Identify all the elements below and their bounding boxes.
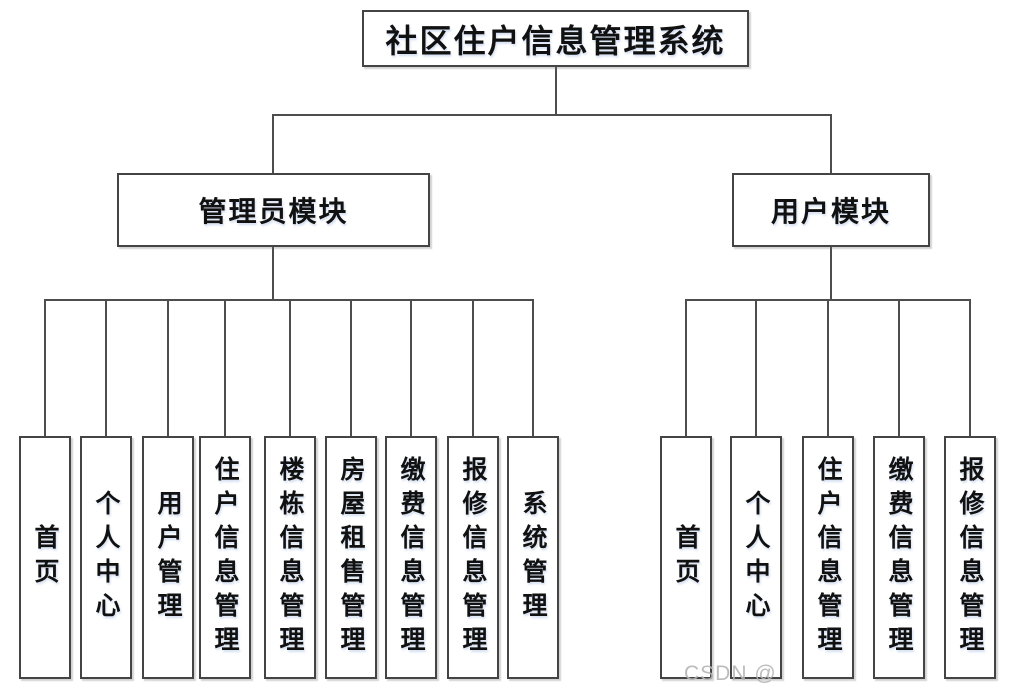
node-user-personal-center: 个人中心	[730, 436, 782, 679]
connector-line	[44, 299, 46, 437]
node-admin-module: 管理员模块	[117, 173, 430, 247]
node-admin-repair-info-mgmt: 报修信息管理	[447, 436, 499, 679]
node-user-module-label: 用户模块	[770, 196, 891, 227]
node-label: 报修信息管理	[956, 455, 984, 660]
connector-line	[224, 299, 226, 437]
node-label: 住户信息管理	[814, 455, 842, 660]
node-admin-resident-info-mgmt: 住户信息管理	[199, 436, 251, 679]
node-admin-module-label: 管理员模块	[198, 196, 349, 227]
connector-line	[105, 299, 107, 437]
node-admin-building-info-mgmt: 楼栋信息管理	[264, 436, 316, 679]
connector-line	[830, 247, 832, 301]
connector-line	[555, 67, 557, 115]
node-label: 系统管理	[519, 489, 547, 626]
connector-line	[289, 299, 291, 437]
node-admin-housing-rental-mgmt: 房屋租售管理	[325, 436, 377, 679]
connector-line	[272, 114, 832, 116]
connector-line	[272, 114, 274, 174]
connector-line	[830, 114, 832, 174]
node-user-payment-info-mgmt: 缴费信息管理	[873, 436, 925, 679]
csdn-watermark: CSDN @	[684, 662, 777, 685]
node-label: 首页	[672, 523, 700, 592]
connector-line	[755, 299, 757, 437]
node-label: 住户信息管理	[211, 455, 239, 660]
node-label: 用户管理	[154, 489, 182, 626]
node-label: 楼栋信息管理	[276, 455, 304, 660]
node-root-label: 社区住户信息管理系统	[385, 22, 726, 59]
node-user-resident-info-mgmt: 住户信息管理	[802, 436, 854, 679]
node-admin-system-mgmt: 系统管理	[507, 436, 559, 679]
node-admin-home: 首页	[19, 436, 71, 679]
connector-line	[827, 299, 829, 437]
node-user-home: 首页	[660, 436, 712, 679]
node-label: 报修信息管理	[459, 455, 487, 660]
node-label: 缴费信息管理	[885, 455, 913, 660]
node-label: 首页	[31, 523, 59, 592]
node-label: 房屋租售管理	[337, 455, 365, 660]
node-admin-payment-info-mgmt: 缴费信息管理	[385, 436, 437, 679]
connector-line	[410, 299, 412, 437]
node-label: 个人中心	[742, 489, 770, 626]
connector-line	[532, 299, 534, 437]
node-root-system: 社区住户信息管理系统	[362, 10, 749, 67]
connector-line	[167, 299, 169, 437]
connector-line	[969, 299, 971, 437]
node-label: 缴费信息管理	[397, 455, 425, 660]
connector-line	[472, 299, 474, 437]
node-user-module: 用户模块	[732, 173, 930, 247]
node-user-repair-info-mgmt: 报修信息管理	[944, 436, 996, 679]
connector-line	[898, 299, 900, 437]
node-admin-user-mgmt: 用户管理	[142, 436, 194, 679]
node-admin-personal-center: 个人中心	[80, 436, 132, 679]
connector-line	[685, 299, 687, 437]
connector-line	[350, 299, 352, 437]
node-label: 个人中心	[92, 489, 120, 626]
connector-line	[272, 245, 274, 301]
